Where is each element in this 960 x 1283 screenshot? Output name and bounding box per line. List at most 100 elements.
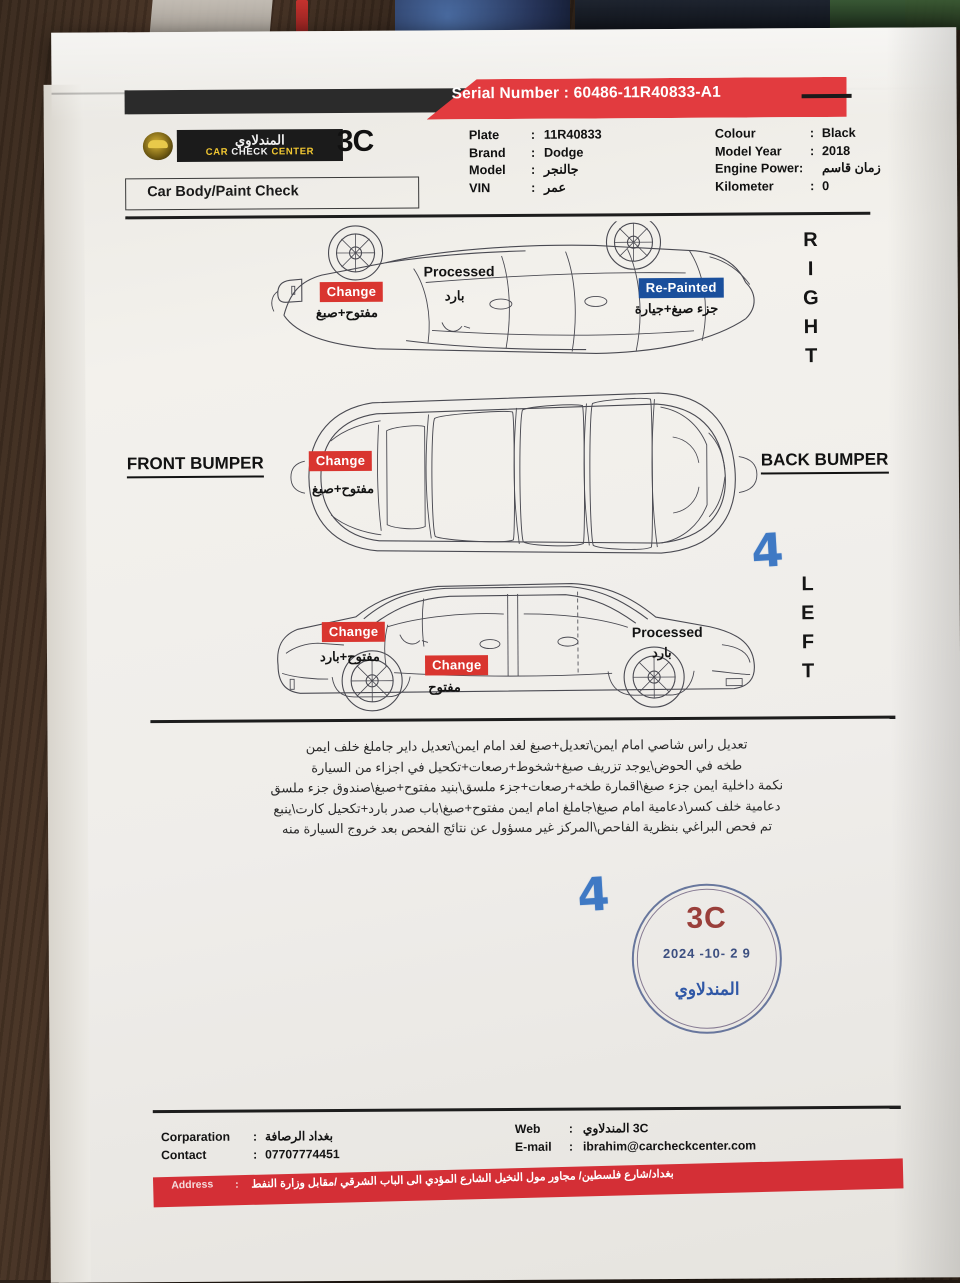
info-sep: :	[809, 126, 815, 141]
address-sep: :	[235, 1178, 239, 1191]
footer-right-column: Web : 3C المندلاوي E-mail : ibrahim@carc…	[515, 1118, 756, 1155]
info-sep: :	[530, 162, 536, 177]
info-label-model: Model	[468, 163, 506, 178]
car-diagram-plan-view	[290, 392, 758, 554]
info-value-model: جالنجر	[543, 162, 579, 177]
footer-value-contact: 07707774451	[265, 1147, 340, 1162]
serial-number-line: Serial Number : 60486-11R40833-A1	[452, 83, 852, 103]
label-front-bumper: FRONT BUMPER	[126, 453, 264, 479]
address-label: Address	[171, 1178, 214, 1192]
tag-arabic-juz-sabgh-top: جزء صبغ+جيارة	[634, 300, 719, 317]
tag-arabic-barid-side: بارد	[651, 644, 672, 661]
tag-processed-side: Processed	[631, 623, 703, 641]
footer-row-web: Web : 3C المندلاوي	[515, 1118, 756, 1137]
tag-arabic-maftouh-barid-side: مفتوح+بارد	[319, 648, 380, 665]
vertical-letter-2: F	[801, 631, 815, 654]
tag-arabic-barid-top: بارد	[444, 288, 465, 304]
info-value-model-year: 2018	[821, 143, 851, 158]
divider-top	[125, 211, 871, 220]
vertical-letter-1: I	[807, 258, 814, 281]
info-label-model-year: Model Year	[714, 143, 782, 159]
vertical-letter-4: T	[805, 345, 818, 368]
stamp-code: 3C	[686, 901, 727, 935]
vertical-letter-2: G	[802, 287, 819, 310]
divider-middle	[150, 715, 896, 724]
info-value-engine-power: زمان قاسم	[821, 160, 881, 176]
tag-change-top-front: Change	[319, 281, 384, 303]
vertical-letter-1: E	[801, 602, 815, 625]
info-label-kilometer: Kilometer	[715, 178, 774, 194]
info-sep: :	[530, 145, 536, 160]
info-row-vin: VIN : عمر	[469, 178, 699, 197]
tag-arabic-maftouh-sabgh-plan: مفتوح+صبغ	[311, 480, 375, 497]
footer-label-web: Web	[514, 1121, 541, 1136]
info-label-plate: Plate	[468, 128, 500, 143]
info-value-vin: عمر	[544, 180, 567, 195]
logo-word-center: CENTER	[271, 146, 315, 158]
tag-change-side-door: Change	[425, 655, 489, 676]
info-value-colour: Black	[821, 125, 856, 141]
logo-nameplate: المندلاوي CAR CHECK CENTER	[176, 128, 343, 163]
vehicle-info-right-column: Colour : Black Model Year : 2018 Engine …	[715, 124, 950, 195]
info-label-colour: Colour	[714, 126, 756, 141]
footer-label-email: E-mail	[514, 1139, 552, 1154]
inspection-report-paper: Serial Number : 60486-11R40833-A1 المندل…	[43, 27, 960, 1283]
info-row-brand: Brand : Dodge	[469, 143, 699, 162]
logo-english-name: CAR CHECK CENTER	[206, 146, 314, 158]
footer-value-email: ibrahim@carcheckcenter.com	[582, 1138, 757, 1154]
info-label-engine-power: Engine Power:	[714, 161, 804, 176]
footer-value-web: 3C المندلاوي	[582, 1121, 649, 1136]
vertical-letter-0: R	[803, 229, 818, 252]
footer-sep: :	[568, 1121, 573, 1136]
footer-value-corporation: بغداد الرصافة	[264, 1129, 334, 1144]
logo-arabic-name: المندلاوي	[234, 132, 285, 148]
footer-left-column: Corparation : بغداد الرصافة Contact : 07…	[161, 1127, 340, 1164]
footer-sep: :	[253, 1147, 258, 1162]
footer-sep: :	[252, 1129, 258, 1144]
info-value-brand: Dodge	[543, 145, 584, 160]
vehicle-info-left-column: Plate : 11R40833 Brand : Dodge Model : ج…	[469, 126, 699, 197]
tag-processed-top: Processed	[423, 263, 495, 280]
info-value-plate: 11R40833	[543, 127, 602, 142]
tag-change-plan-front: Change	[308, 450, 373, 472]
stamp-arabic-name: المندلاوي	[674, 979, 740, 999]
report-title: Car Body/Paint Check	[147, 183, 299, 201]
official-stamp: 3C 2024 -10- 2 9 المندلاوي	[631, 883, 783, 1035]
tag-change-side-front: Change	[321, 621, 386, 643]
company-logo: المندلاوي CAR CHECK CENTER	[142, 128, 343, 163]
info-row-engine-power: Engine Power: زمان قاسم	[715, 159, 950, 178]
info-sep: :	[530, 127, 536, 142]
vertical-letter-0: L	[801, 573, 814, 596]
tag-arabic-maftouh-side: مفتوح	[428, 679, 461, 695]
logo-code-3c: 3C	[336, 124, 374, 159]
handwritten-mark-upper: 4	[749, 522, 785, 579]
info-row-kilometer: Kilometer : 0	[715, 177, 950, 196]
info-label-vin: VIN	[469, 180, 491, 195]
info-value-kilometer: 0	[822, 178, 830, 193]
serial-number-label: Serial Number :	[451, 84, 570, 103]
stamp-date: 2024 -10- 2 9	[662, 945, 751, 962]
logo-word-check: CHECK	[231, 146, 269, 158]
footer-sep: :	[568, 1139, 574, 1154]
info-sep	[810, 160, 822, 178]
info-row-plate: Plate : 11R40833	[469, 126, 699, 145]
footer-row-email: E-mail : ibrahim@carcheckcenter.com	[515, 1136, 756, 1155]
serial-number-value: 60486-11R40833-A1	[573, 83, 722, 102]
car-diagram-top-view	[271, 220, 755, 355]
info-sep: :	[809, 143, 815, 158]
logo-word-car: CAR	[205, 146, 229, 158]
handwritten-mark-lower: 4	[575, 866, 612, 923]
info-row-model: Model : جالنجر	[469, 161, 699, 180]
footer-row-contact: Contact : 07707774451	[161, 1145, 340, 1164]
info-row-model-year: Model Year : 2018	[715, 142, 950, 161]
info-sep: :	[531, 180, 536, 195]
footer-row-corporation: Corparation : بغداد الرصافة	[161, 1127, 340, 1146]
vertical-letter-3: T	[801, 660, 815, 683]
label-back-bumper: BACK BUMPER	[760, 449, 889, 475]
footer-label-corporation: Corparation	[160, 1129, 231, 1145]
background-object-green	[830, 0, 960, 30]
info-row-colour: Colour : Black	[715, 124, 950, 143]
serial-strikethrough-mark	[801, 93, 852, 99]
